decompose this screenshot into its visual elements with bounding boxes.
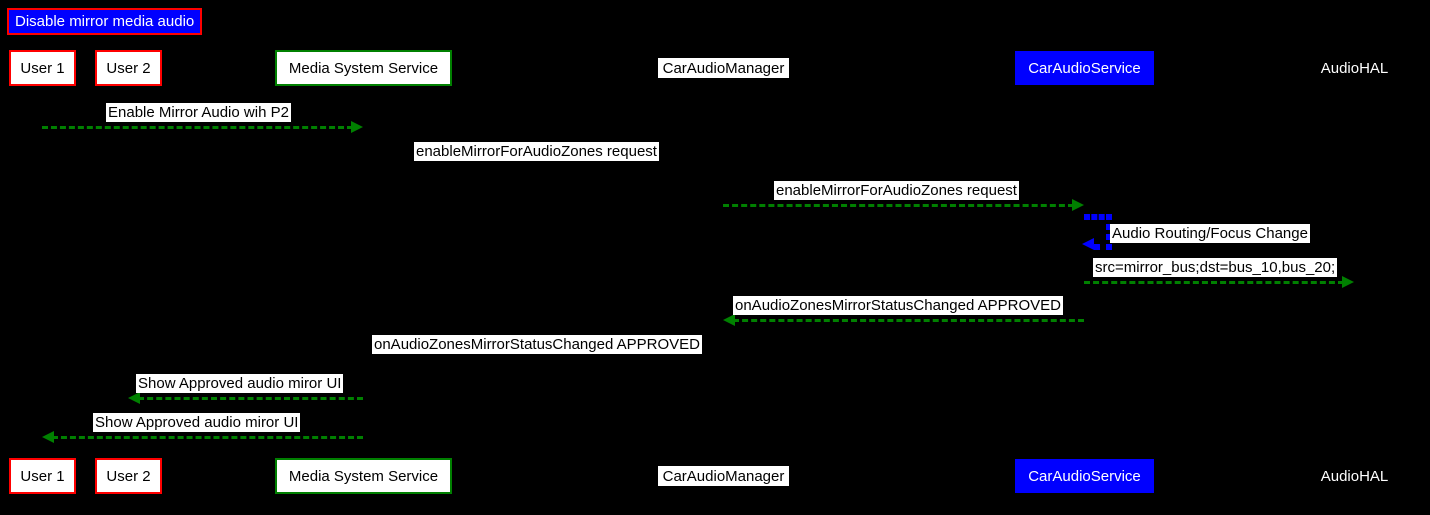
participant-header-user1[interactable]: User 1 <box>9 50 76 86</box>
message-label-4: Audio Routing/Focus Change <box>1110 224 1310 244</box>
participant-header-label-media_system: Media System Service <box>288 59 439 77</box>
participant-header-label-car_audio_svc: CarAudioService <box>1028 59 1141 77</box>
diagram-title-banner: Disable mirror media audio <box>7 8 203 35</box>
lifeline-audio_hal <box>1354 88 1355 458</box>
message-arrowhead-9 <box>42 431 54 443</box>
participant-footer-car_audio_mgr[interactable]: CarAudioManager <box>658 466 789 486</box>
message-line-9 <box>52 436 363 439</box>
participant-header-audio_hal[interactable]: AudioHAL <box>1315 58 1394 78</box>
lifeline-user2 <box>128 88 129 458</box>
message-line-3 <box>723 204 1074 207</box>
message-line-7 <box>373 358 723 361</box>
participant-header-user2[interactable]: User 2 <box>95 50 162 86</box>
participant-footer-label-media_system: Media System Service <box>288 467 439 485</box>
message-label-5: src=mirror_bus;dst=bus_10,bus_20; <box>1093 258 1338 278</box>
message-arrowhead-1 <box>351 121 363 133</box>
message-arrowhead-6 <box>723 314 735 326</box>
participant-footer-label-audio_hal: AudioHAL <box>1320 467 1389 485</box>
message-arrowhead-5 <box>1342 276 1354 288</box>
participant-footer-label-user1: User 1 <box>20 467 65 485</box>
message-arrowhead-7 <box>363 353 375 365</box>
lifeline-media_system <box>363 88 364 458</box>
lifeline-user1 <box>42 88 43 458</box>
participant-header-label-car_audio_mgr: CarAudioManager <box>662 59 785 77</box>
participant-footer-user1[interactable]: User 1 <box>9 458 76 494</box>
participant-header-car_audio_mgr[interactable]: CarAudioManager <box>658 58 789 78</box>
message-arrowhead-3 <box>1072 199 1084 211</box>
participant-header-label-audio_hal: AudioHAL <box>1320 59 1389 77</box>
participant-footer-label-car_audio_svc: CarAudioService <box>1028 467 1141 485</box>
message-label-8: Show Approved audio miror UI <box>136 374 344 394</box>
participant-header-label-user1: User 1 <box>20 59 65 77</box>
participant-footer-audio_hal[interactable]: AudioHAL <box>1315 466 1394 486</box>
message-label-1: Enable Mirror Audio wih P2 <box>106 103 291 123</box>
participant-footer-user2[interactable]: User 2 <box>95 458 162 494</box>
message-line-8 <box>138 397 363 400</box>
participant-footer-label-car_audio_mgr: CarAudioManager <box>662 467 785 485</box>
participant-header-car_audio_svc[interactable]: CarAudioService <box>1015 51 1154 85</box>
message-arrowhead-2 <box>711 160 723 172</box>
message-line-6 <box>733 319 1084 322</box>
message-label-9: Show Approved audio miror UI <box>93 413 301 433</box>
message-label-3: enableMirrorForAudioZones request <box>774 181 1019 201</box>
message-line-1 <box>42 126 353 129</box>
message-label-2: enableMirrorForAudioZones request <box>414 142 659 162</box>
participant-footer-media_system[interactable]: Media System Service <box>275 458 452 494</box>
message-arrowhead-8 <box>128 392 140 404</box>
participant-footer-car_audio_svc[interactable]: CarAudioService <box>1015 459 1154 493</box>
message-label-7: onAudioZonesMirrorStatusChanged APPROVED <box>372 335 703 355</box>
message-line-2 <box>363 165 713 168</box>
participant-footer-label-user2: User 2 <box>106 467 151 485</box>
message-label-6: onAudioZonesMirrorStatusChanged APPROVED <box>733 296 1064 316</box>
self-message-arrowhead-4 <box>1082 238 1094 250</box>
participant-header-media_system[interactable]: Media System Service <box>275 50 452 86</box>
participant-header-label-user2: User 2 <box>106 59 151 77</box>
self-message-bottom-segment-4 <box>1094 244 1112 250</box>
lifeline-car_audio_mgr <box>723 88 724 458</box>
message-line-5 <box>1084 281 1344 284</box>
lifeline-car_audio_svc <box>1084 88 1085 458</box>
